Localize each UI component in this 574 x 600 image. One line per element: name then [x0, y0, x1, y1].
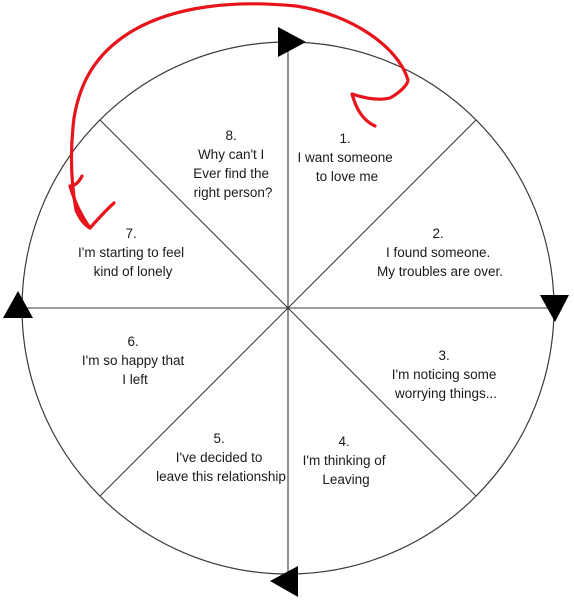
stage-3-line-2: worrying things...: [394, 386, 497, 401]
stage-2-number: 2.: [432, 226, 443, 241]
stage-6-label: 6. I'm so happy that I left: [82, 334, 188, 387]
stage-8-number: 8.: [225, 128, 236, 143]
stage-2-line-1: I found someone.: [386, 245, 490, 260]
stage-7-number: 7.: [125, 226, 136, 241]
stage-2-label: 2. I found someone. My troubles are over…: [377, 226, 503, 279]
red-loop-arrow-icon: [68, 2, 410, 230]
stage-6-number: 6.: [127, 334, 138, 349]
diagonal-divider-b: [99, 119, 477, 497]
segment-labels: 1. I want someone to love me 2. I found …: [78, 128, 503, 487]
stage-4-label: 4. I'm thinking of Leaving: [303, 434, 390, 487]
stage-1-line-2: to love me: [316, 169, 378, 184]
stage-5-line-2: leave this relationship: [156, 469, 286, 484]
stage-4-line-1: I'm thinking of: [303, 453, 386, 468]
bottom-arrowhead-icon: [270, 566, 298, 597]
stage-1-line-1: I want someone: [297, 150, 392, 165]
stage-3-line-1: I'm noticing some: [392, 367, 497, 382]
right-arrowhead-icon: [540, 295, 569, 322]
stage-5-line-1: I've decided to: [176, 450, 263, 465]
top-arrowhead-icon: [278, 27, 306, 57]
stage-1-number: 1.: [339, 131, 350, 146]
stage-7-line-2: kind of lonely: [94, 264, 173, 279]
direction-arrowheads: [3, 27, 569, 597]
left-arrowhead-icon: [3, 291, 33, 318]
stage-5-number: 5.: [213, 431, 224, 446]
stage-1-label: 1. I want someone to love me: [297, 131, 396, 184]
stage-7-label: 7. I'm starting to feel kind of lonely: [78, 226, 188, 279]
stage-8-line-2: Ever find the: [193, 166, 269, 181]
stage-5-label: 5. I've decided to leave this relationsh…: [156, 431, 286, 484]
red-loop-arrow-head: [68, 174, 116, 230]
stage-7-line-1: I'm starting to feel: [78, 245, 184, 260]
stage-8-line-1: Why can't I: [198, 147, 264, 162]
stage-3-label: 3. I'm noticing some worrying things...: [392, 348, 500, 401]
stage-8-line-3: right person?: [194, 185, 273, 200]
segment-dividers: [22, 42, 554, 574]
stage-3-number: 3.: [438, 348, 449, 363]
stage-4-number: 4.: [338, 434, 349, 449]
stage-4-line-2: Leaving: [322, 472, 369, 487]
stage-2-line-2: My troubles are over.: [377, 264, 503, 279]
red-loop-arrow-curve: [69, 2, 410, 230]
stage-6-line-1: I'm so happy that: [82, 353, 185, 368]
stage-8-label: 8. Why can't I Ever find the right perso…: [193, 128, 273, 200]
stage-6-line-2: I left: [122, 372, 148, 387]
